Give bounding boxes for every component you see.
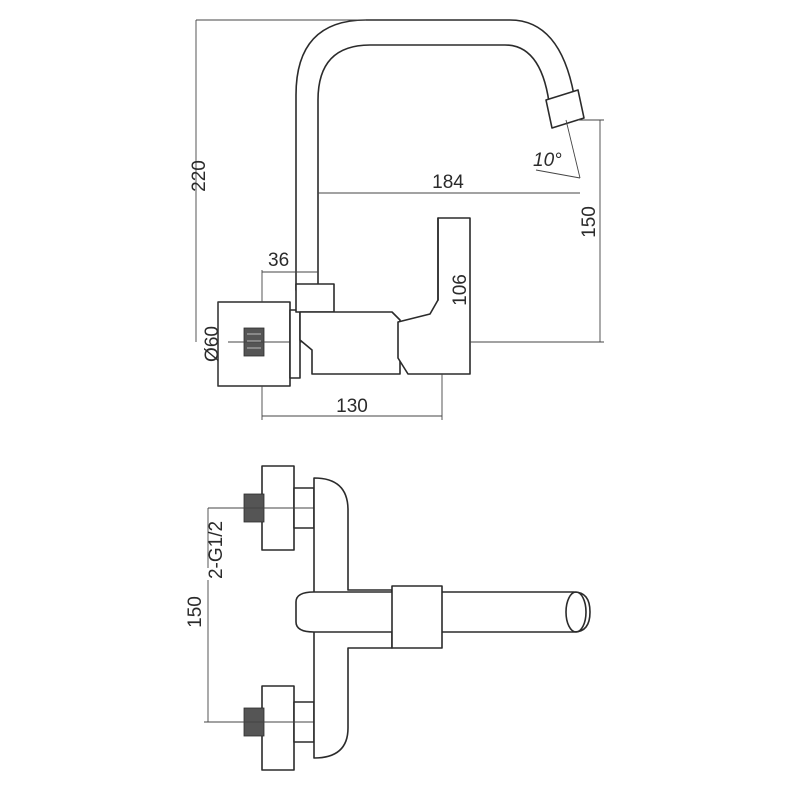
handle-top-view — [391, 585, 443, 649]
spout-tip — [565, 591, 587, 633]
dim-height-total: 220 — [189, 160, 210, 192]
dim-body-height: 106 — [450, 274, 471, 306]
lever-handle — [397, 217, 471, 375]
faucet-body — [299, 311, 401, 375]
dim-flange-diameter: Ø60 — [202, 326, 223, 362]
dim-body-length: 130 — [336, 396, 368, 417]
spout-arm-top-view — [295, 591, 591, 633]
dim-flange-width: 36 — [268, 250, 289, 271]
dim-spout-angle: 10° — [533, 150, 562, 171]
lower-flange — [261, 685, 295, 771]
dim-inlet-spacing: 150 — [185, 596, 206, 628]
swivel-collar — [295, 283, 335, 313]
spout-aerator — [545, 89, 585, 129]
dim-spout-reach: 184 — [432, 172, 464, 193]
top-view: 2-G1/2 150 — [185, 465, 591, 771]
eccentric-connector — [289, 309, 301, 379]
spout-inner-edge — [317, 44, 551, 291]
side-view: 220 184 10° 150 106 36 Ø60 130 — [189, 19, 604, 420]
dim-spout-height: 150 — [579, 206, 600, 238]
dim-connection: 2-G1/2 — [206, 521, 227, 579]
